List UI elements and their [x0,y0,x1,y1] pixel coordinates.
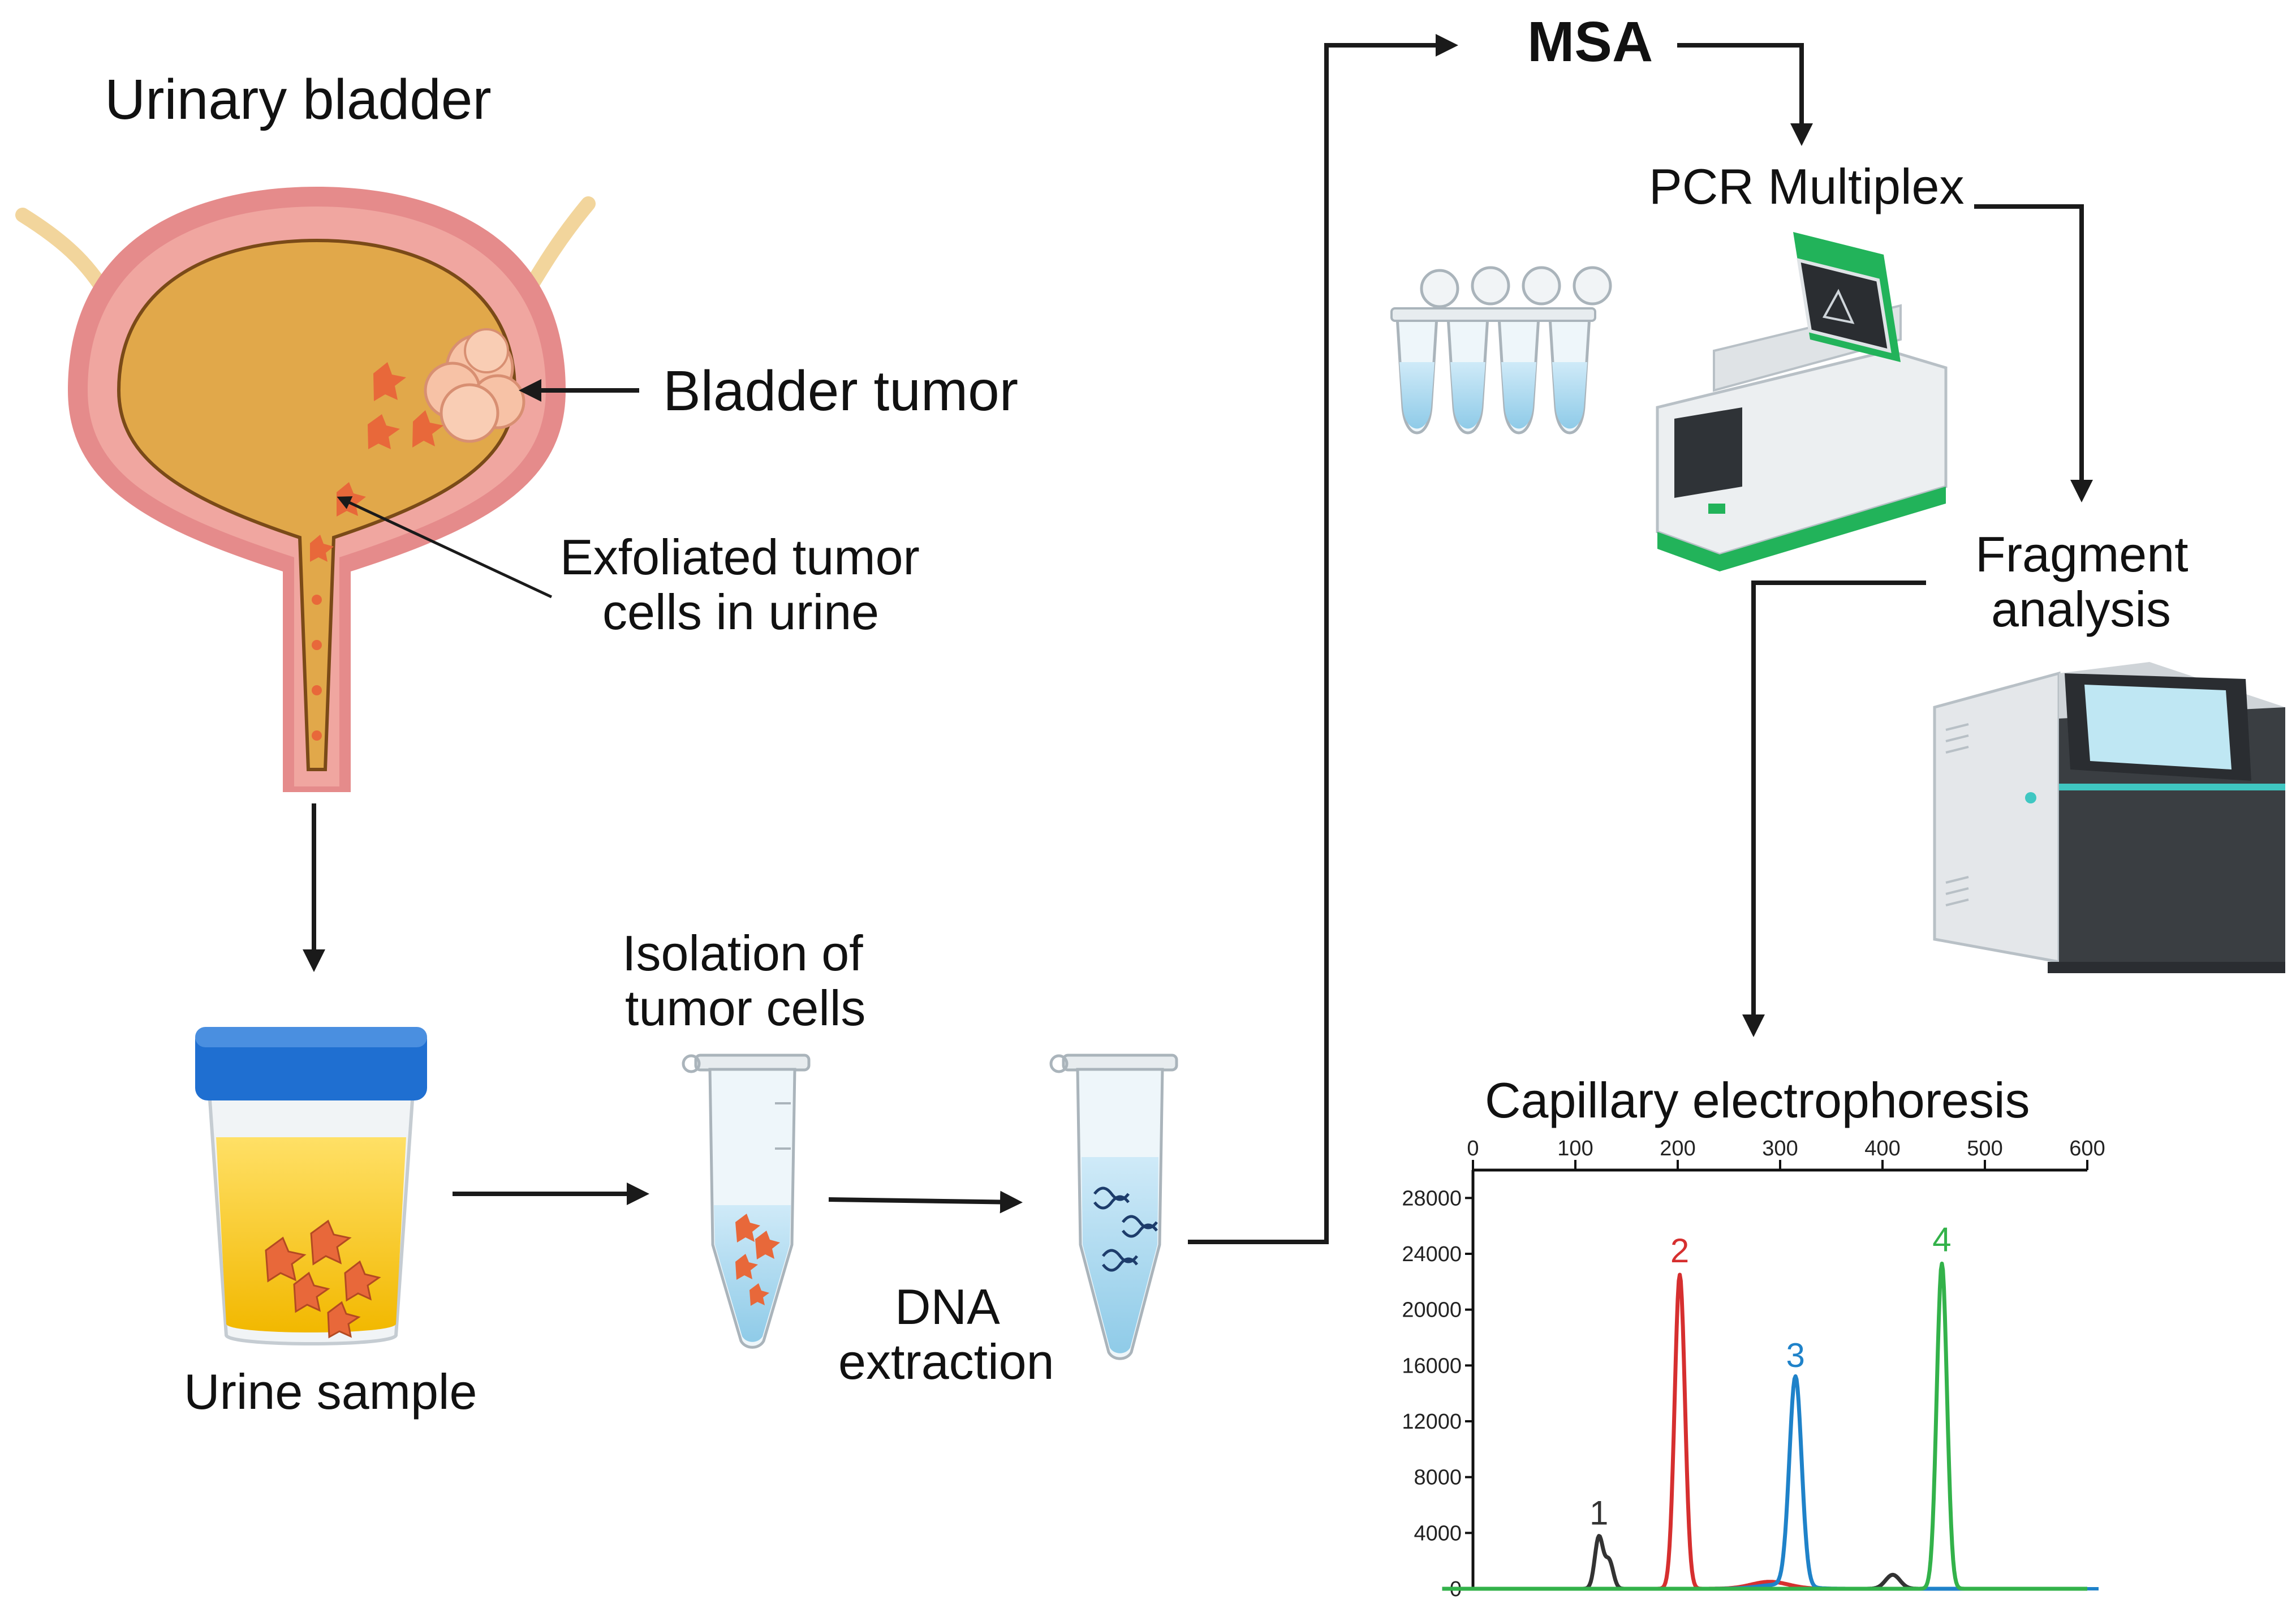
isolation-tube [682,1054,811,1349]
label-exfoliated-line2: cells in urine [602,584,879,640]
label-isolation-line2: tumor cells [625,980,865,1036]
x-tick-label: 500 [1967,1137,2002,1160]
series-trace-4 [1441,1261,2088,1591]
label-urine-sample: Urine sample [184,1364,477,1420]
y-tick-label: 20000 [1402,1299,1462,1322]
series-trace-2 [1441,1272,2088,1591]
y-tick-label: 16000 [1402,1354,1462,1378]
x-tick-label: 100 [1557,1137,1593,1160]
label-dna-line2: extraction [838,1334,1054,1390]
x-tick-label: 0 [1467,1137,1479,1160]
dna-tube [1049,1054,1178,1360]
peak-label-2: 2 [1670,1232,1689,1270]
thermal-cycler-instrument [1656,232,1948,571]
label-fragment-line1: Fragment [1975,526,2189,582]
y-tick-label: 24000 [1402,1242,1462,1266]
arrow-fragment-to-ce [1742,581,1926,1037]
pcr-strip-tubes [1390,266,1612,435]
arrow-to-exfoliated-cells [337,496,553,599]
label-isolation-line1: Isolation of [622,925,863,981]
label-msa: MSA [1527,10,1653,74]
bladder-illustration [15,187,596,792]
peak-label-1: 1 [1589,1494,1608,1532]
y-tick-label: 12000 [1402,1410,1462,1434]
urine-sample-cup [195,1027,427,1345]
label-bladder-tumor: Bladder tumor [663,359,1018,423]
x-tick-label: 200 [1660,1137,1695,1160]
arrow-pcr-to-fragment [1974,204,2093,502]
label-pcr-multiplex: PCR Multiplex [1649,158,1964,214]
bladder-tumor-mass [424,328,525,443]
peak-label-3: 3 [1786,1336,1804,1374]
label-urinary-bladder: Urinary bladder [105,68,492,131]
y-tick-label: 28000 [1402,1186,1462,1210]
label-dna-line1: DNA [895,1279,1000,1335]
peak-label-4: 4 [1932,1220,1951,1258]
y-tick-label: 8000 [1414,1466,1462,1490]
arrow-dna-to-msa [1188,34,1458,1244]
label-fragment-line2: analysis [1991,581,2171,637]
label-exfoliated-line1: Exfoliated tumor [560,529,920,585]
x-tick-label: 600 [2069,1137,2105,1160]
x-tick-label: 400 [1864,1137,1900,1160]
x-tick-label: 300 [1762,1137,1798,1160]
genetic-analyzer-instrument [1933,662,2285,973]
series-trace-3 [1441,1374,2088,1591]
bladder-cavity [117,238,517,771]
cycler-lid [1793,232,1901,362]
arrow-msa-to-pcr [1677,43,1813,146]
y-tick-label: 4000 [1414,1521,1462,1545]
dna-helix-icons [1093,1186,1158,1272]
arrow-isolation-to-dna [828,1190,1023,1214]
chart-title: Capillary electrophoresis [1485,1072,2030,1128]
